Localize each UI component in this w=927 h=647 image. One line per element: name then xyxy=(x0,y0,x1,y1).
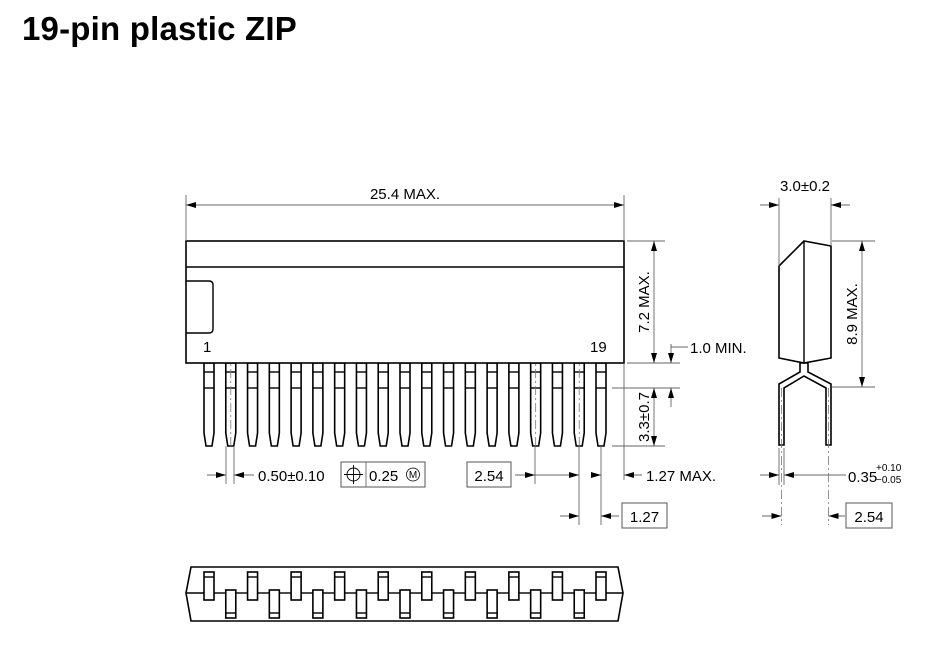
front-pin-5 xyxy=(290,362,302,447)
front-pin-8 xyxy=(355,362,368,447)
end-offset-dim-label: 1.27 MAX. xyxy=(646,468,716,485)
page-title: 19-pin plastic ZIP xyxy=(22,10,297,47)
front-pin-10 xyxy=(399,362,411,447)
front-pin-7 xyxy=(333,362,346,447)
bottom-pin-15 xyxy=(508,571,520,601)
bottom-pin-17 xyxy=(551,571,564,601)
row-spacing-label: 2.54 xyxy=(854,509,883,526)
pin-1-label: 1 xyxy=(203,339,211,356)
max-material-icon xyxy=(406,467,420,482)
front-pin-1 xyxy=(203,362,215,447)
bottom-pin-16 xyxy=(529,589,542,619)
bottom-view xyxy=(185,566,624,622)
front-pin-14 xyxy=(486,362,498,447)
bottom-pin-5 xyxy=(290,571,302,601)
lead-thickness-minus: −0.05 xyxy=(876,475,902,486)
lead-thickness-label: 0.35 xyxy=(848,469,877,486)
pin-19-label: 19 xyxy=(590,339,607,356)
front-pin-12 xyxy=(442,362,455,447)
lead-length-dim-label: 3.3±0.7 xyxy=(636,392,653,442)
bottom-pin-10 xyxy=(399,589,411,619)
bottom-pin-13 xyxy=(464,571,477,601)
front-pin-11 xyxy=(420,362,433,447)
index-notch xyxy=(186,280,214,334)
thickness-dim-label: 3.0±0.2 xyxy=(780,178,830,195)
bottom-pin-18 xyxy=(573,589,586,619)
bottom-pin-11 xyxy=(420,571,433,601)
half-pitch-label: 1.27 xyxy=(630,509,659,526)
bottom-pin-4 xyxy=(268,589,281,619)
bottom-pin-9 xyxy=(377,571,390,601)
side-body xyxy=(778,240,832,364)
side-leads xyxy=(778,362,832,446)
side-view: 3.0±0.2 8.9 MAX. 0.35 +0.10 −0.05 2.54 xyxy=(760,178,902,529)
bottom-pins xyxy=(186,571,623,619)
bottom-pin-1 xyxy=(203,571,215,601)
front-view: 1 19 25.4 MAX. 7.2 MAX. 1.0 MIN. 3.3±0.7… xyxy=(185,186,747,529)
front-pin-9 xyxy=(377,362,390,447)
lead-width-dim-label: 0.50±0.10 xyxy=(258,468,325,485)
position-tolerance-frame: 0.25 M xyxy=(340,461,426,488)
front-pin-15 xyxy=(508,362,520,447)
front-pin-17 xyxy=(551,362,564,447)
width-dim-label: 25.4 MAX. xyxy=(370,186,440,203)
height-dim-label: 8.9 MAX. xyxy=(844,283,861,345)
position-tolerance-value: 0.25 xyxy=(369,468,398,485)
front-pin-13 xyxy=(464,362,477,447)
bottom-pin-2 xyxy=(224,589,237,619)
standoff-dim-label: 1.0 MIN. xyxy=(690,340,747,357)
bottom-pin-14 xyxy=(486,589,498,619)
body-height-dim-label: 7.2 MAX. xyxy=(636,271,653,333)
front-pin-19 xyxy=(595,362,607,447)
front-pins xyxy=(203,352,607,447)
bottom-pin-6 xyxy=(312,589,324,619)
max-material-modifier: M xyxy=(409,470,417,481)
bottom-pin-7 xyxy=(333,571,346,601)
bottom-pin-19 xyxy=(595,571,607,601)
front-pin-6 xyxy=(312,362,324,447)
lead-thickness-plus: +0.10 xyxy=(876,463,902,474)
bottom-pin-12 xyxy=(442,589,455,619)
front-pin-3 xyxy=(246,362,259,447)
bottom-pin-8 xyxy=(355,589,368,619)
pitch-basic-label: 2.54 xyxy=(474,468,503,485)
front-pin-4 xyxy=(268,362,281,447)
bottom-pin-3 xyxy=(246,571,259,601)
package-body xyxy=(185,240,625,364)
